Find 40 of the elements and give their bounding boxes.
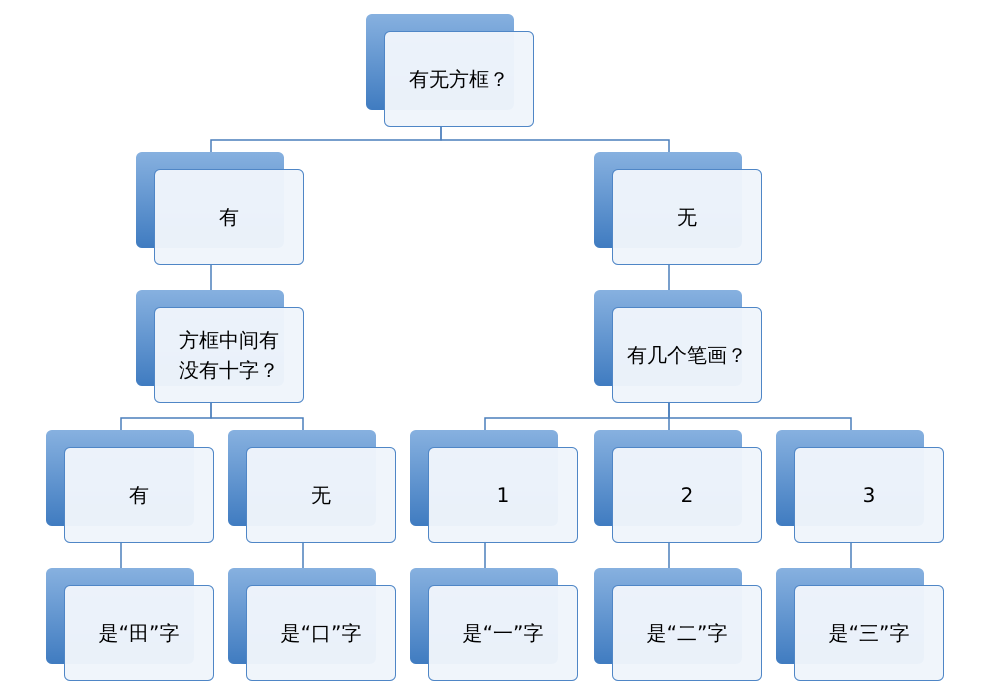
process-box <box>594 290 762 403</box>
connector-line <box>120 541 122 568</box>
process-box <box>410 568 578 681</box>
process-box <box>46 568 214 681</box>
process-box <box>46 430 214 543</box>
box-label: 有 <box>129 482 149 509</box>
process-box <box>594 430 762 543</box>
box-label: 3 <box>862 482 876 509</box>
connector-line <box>484 541 486 568</box>
connector-line <box>850 541 852 568</box>
process-box <box>776 568 944 681</box>
box-label: 是“口”字 <box>280 620 362 647</box>
connector-line <box>210 401 304 430</box>
box-label: 是“田”字 <box>98 620 180 647</box>
box-label: 是“二”字 <box>646 620 728 647</box>
box-label: 无 <box>311 482 331 509</box>
box-label: 有 <box>219 204 239 231</box>
connector-line <box>668 541 670 568</box>
box-label: 有几个笔画？ <box>627 342 747 369</box>
connector-line <box>302 541 304 568</box>
box-label: 无 <box>677 204 697 231</box>
process-box <box>776 430 944 543</box>
process-box <box>366 14 534 127</box>
connector-line <box>668 263 670 290</box>
box-label: 2 <box>680 482 694 509</box>
connector-line <box>440 125 670 152</box>
box-label: 有无方框？ <box>409 66 509 93</box>
process-box <box>136 152 304 265</box>
process-box <box>594 568 762 681</box>
box-label: 1 <box>496 482 510 509</box>
connector-line <box>668 401 852 430</box>
process-box <box>228 430 396 543</box>
process-box <box>228 568 396 681</box>
box-label: 方框中间有没有十字？ <box>178 327 280 384</box>
box-label: 是“三”字 <box>828 620 910 647</box>
process-box <box>410 430 578 543</box>
connector-line <box>210 263 212 290</box>
box-label: 是“一”字 <box>462 620 544 647</box>
process-box <box>594 152 762 265</box>
process-box <box>136 290 304 403</box>
